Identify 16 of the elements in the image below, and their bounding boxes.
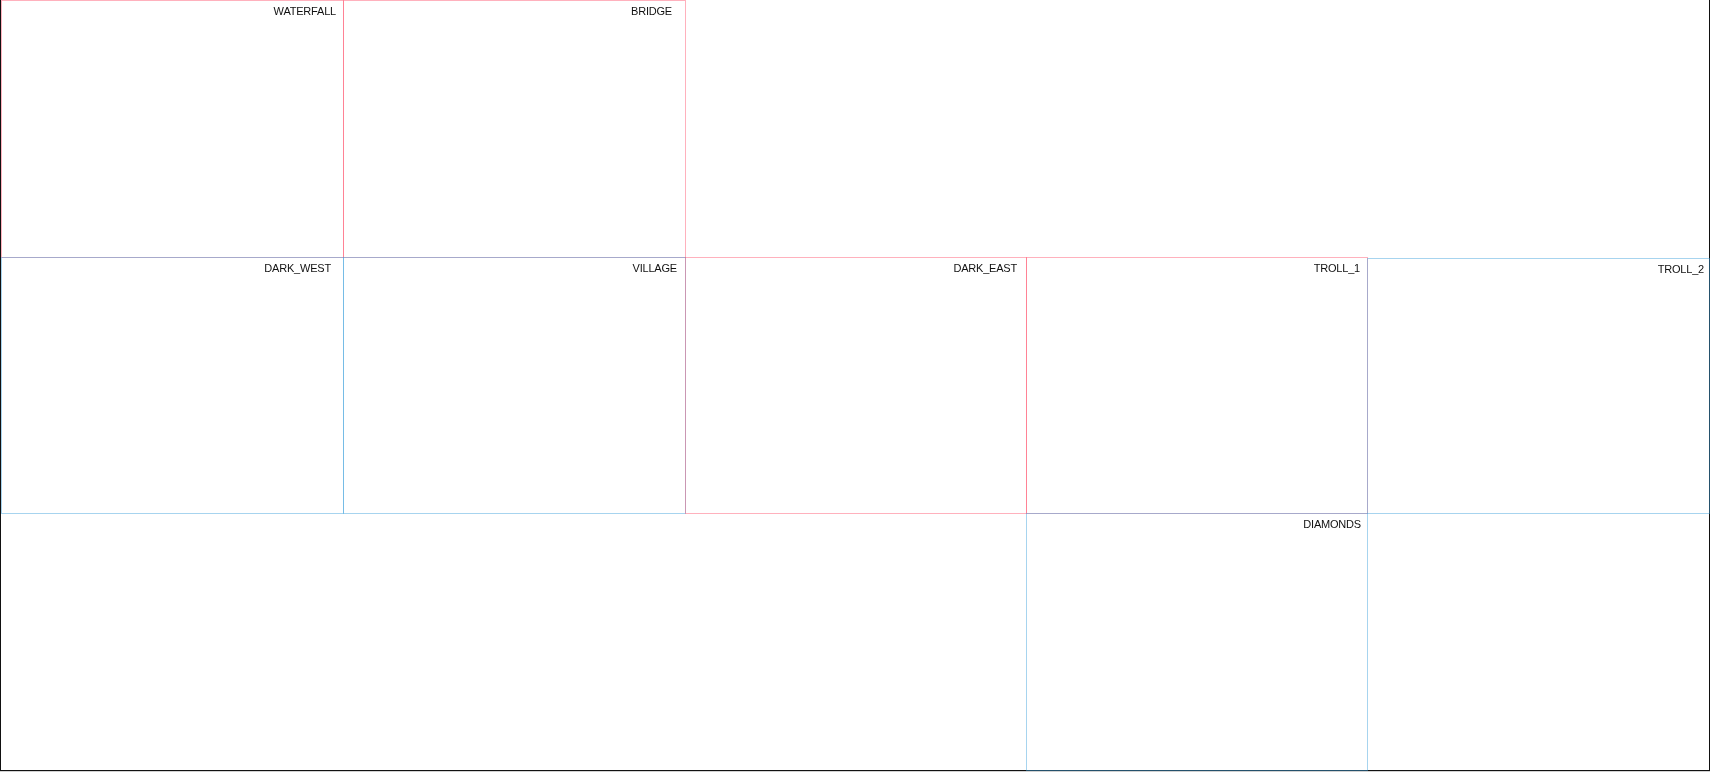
room-label: DIAMONDS: [1303, 518, 1361, 531]
room-label: TROLL_2: [1657, 263, 1704, 276]
room-box: [1026, 257, 1368, 514]
room-box: [685, 257, 1027, 514]
room-label: TROLL_1: [1313, 262, 1360, 275]
room-box: [343, 0, 686, 258]
room-label: DARK_WEST: [264, 262, 331, 275]
room-box: [1, 0, 344, 258]
room-label: VILLAGE: [632, 262, 677, 275]
room-label: WATERFALL: [273, 5, 336, 18]
room-box: [1026, 513, 1368, 771]
room-box: [343, 257, 686, 514]
room-box: [1, 257, 344, 514]
room-label: BRIDGE: [631, 5, 672, 18]
room-label: DARK_EAST: [953, 262, 1017, 275]
room-box: [1367, 258, 1710, 514]
